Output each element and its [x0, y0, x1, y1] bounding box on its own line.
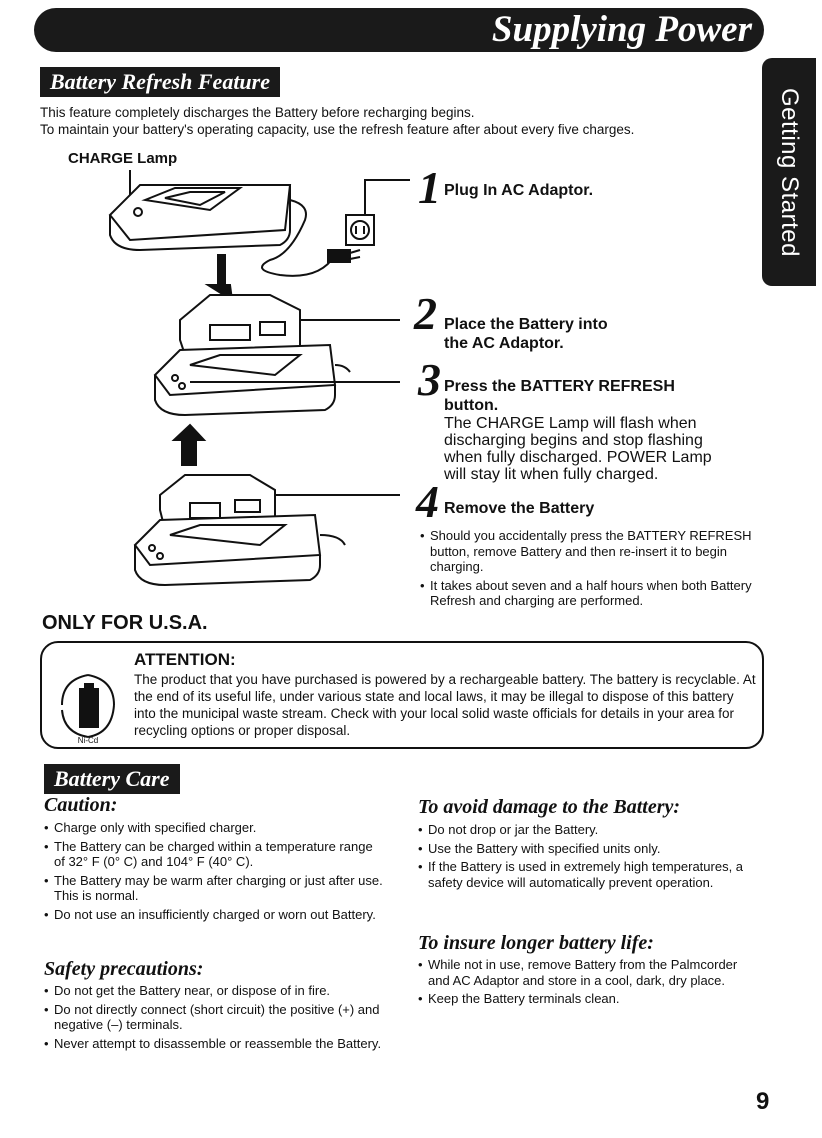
side-tab-label: Getting Started: [776, 87, 803, 257]
refresh-intro-1: This feature completely discharges the B…: [40, 105, 475, 120]
caution-item: Do not use an insufficiently charged or …: [44, 907, 384, 923]
step-4-title: Remove the Battery: [444, 500, 595, 517]
charge-lamp-label: CHARGE Lamp: [68, 150, 178, 167]
step-2-number: 2: [414, 288, 437, 339]
step-3-desc-1: The CHARGE Lamp will flash when: [444, 415, 697, 432]
attention-box: [40, 641, 764, 749]
refresh-section-title: Battery Refresh Feature: [40, 67, 280, 97]
longer-life-item: Keep the Battery terminals clean.: [418, 991, 758, 1007]
step-4-number: 4: [416, 476, 439, 527]
step-3-title-line2: button.: [444, 397, 499, 414]
attention-title: ATTENTION:: [134, 650, 236, 669]
charger-illustration: [108, 170, 410, 587]
header-bar: [34, 8, 764, 52]
step-3-number: 3: [418, 354, 441, 405]
avoid-damage-item: Do not drop or jar the Battery.: [418, 822, 758, 838]
safety-item: Do not get the Battery near, or dispose …: [44, 983, 384, 999]
refresh-intro-2: To maintain your battery's operating cap…: [40, 122, 635, 137]
page-number: 9: [756, 1088, 770, 1115]
logo-text: Ni-Cd: [78, 736, 98, 745]
step-2-title-line1: Place the Battery into: [444, 316, 608, 333]
avoid-damage-item: If the Battery is used in extremely high…: [418, 859, 758, 890]
step-1-number: 1: [418, 162, 441, 213]
avoid-damage-item: Use the Battery with specified units onl…: [418, 841, 758, 857]
safety-heading: Safety precautions:: [44, 958, 204, 980]
attention-body: The product that you have purchased is p…: [134, 672, 756, 738]
caution-heading: Caution:: [44, 794, 118, 816]
caution-list: Charge only with specified charger. The …: [44, 820, 384, 925]
page-title: Supplying Power: [491, 9, 752, 50]
recycle-logo-icon: Ni-Cd: [61, 674, 115, 745]
caution-item: The Battery can be charged within a temp…: [44, 839, 384, 870]
longer-life-heading: To insure longer battery life:: [418, 932, 654, 954]
caution-item: The Battery may be warm after charging o…: [44, 873, 384, 904]
refresh-note: Should you accidentally press the BATTER…: [420, 528, 760, 575]
refresh-notes: Should you accidentally press the BATTER…: [420, 528, 760, 612]
safety-item: Do not directly connect (short circuit) …: [44, 1002, 384, 1033]
longer-life-list: While not in use, remove Battery from th…: [418, 957, 758, 1010]
refresh-note: It takes about seven and a half hours wh…: [420, 578, 760, 609]
step-3-desc-2: discharging begins and stop flashing: [444, 432, 703, 449]
step-2-title-line2: the AC Adaptor.: [444, 335, 564, 352]
care-section-title: Battery Care: [44, 764, 180, 794]
step-3-title-line1: Press the BATTERY REFRESH: [444, 378, 675, 395]
step-3-desc-3: when fully discharged. POWER Lamp: [444, 449, 712, 466]
safety-list: Do not get the Battery near, or dispose …: [44, 983, 384, 1054]
longer-life-item: While not in use, remove Battery from th…: [418, 957, 758, 988]
side-tab-label-wrap: Getting Started: [762, 58, 816, 286]
safety-item: Never attempt to disassemble or reassemb…: [44, 1036, 384, 1052]
step-1-title: Plug In AC Adaptor.: [444, 182, 594, 199]
step-3-desc-4: will stay lit when fully charged.: [444, 466, 659, 483]
side-tab: [762, 58, 816, 286]
avoid-damage-list: Do not drop or jar the Battery. Use the …: [418, 822, 758, 893]
caution-item: Charge only with specified charger.: [44, 820, 384, 836]
avoid-damage-heading: To avoid damage to the Battery:: [418, 796, 681, 818]
usa-label: ONLY FOR U.S.A.: [42, 612, 208, 634]
